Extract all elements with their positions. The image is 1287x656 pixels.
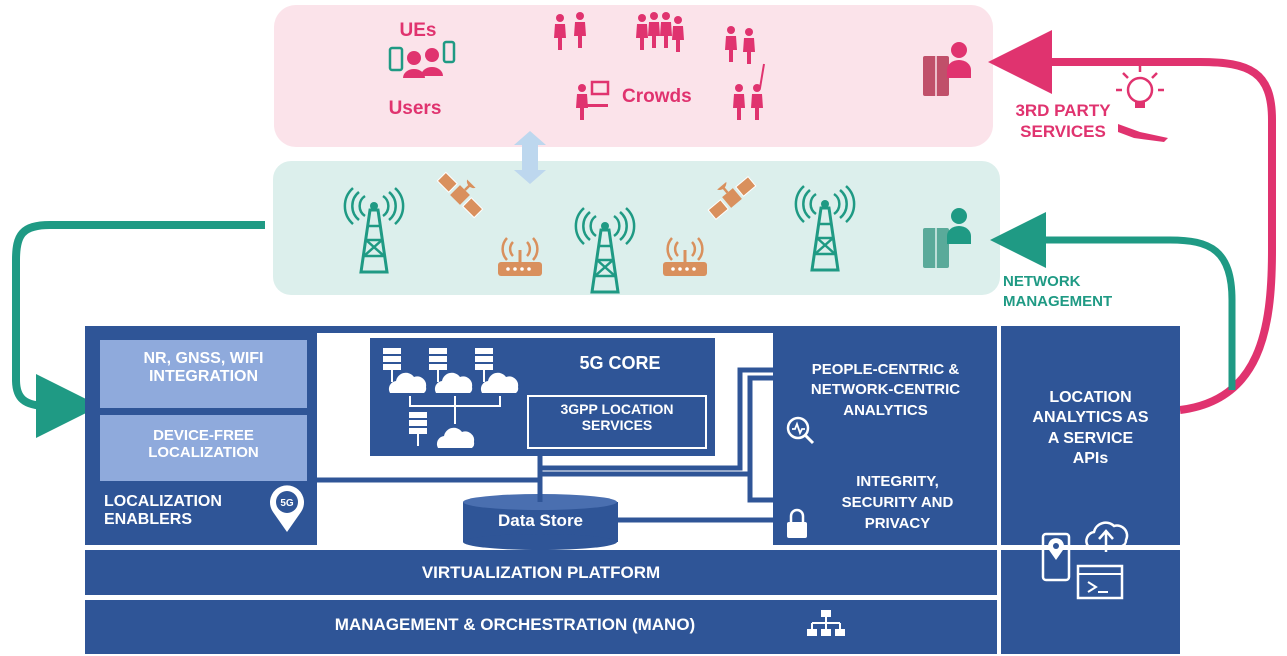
ue-devices-icon [388, 40, 456, 78]
network-management-label: NETWORK MANAGEMENT [1003, 273, 1113, 311]
localization-enablers-label: LOCALIZATION ENABLERS [104, 493, 222, 529]
third-party-services-label: 3RD PARTY SERVICES [1015, 101, 1111, 142]
nr-gnss-wifi-box [100, 340, 307, 408]
ues-label: UEs [399, 20, 437, 41]
people-icon [576, 80, 610, 120]
analytics-box [776, 333, 995, 459]
network-to-enablers-arrow [12, 221, 265, 438]
network-management-arrow [990, 212, 1236, 390]
location-pin-icon: 5G [270, 485, 304, 532]
nr-gnss-wifi-label: NR, GNSS, WIFI INTEGRATION [143, 350, 264, 386]
integrity-label: INTEGRITY, SECURITY AND PRIVACY [841, 473, 954, 532]
terminal-icon [1076, 564, 1124, 600]
analytics-label: PEOPLE-CENTRIC & NETWORK-CENTRIC ANALYTI… [810, 361, 961, 419]
operator-icon [923, 208, 971, 268]
lock-icon [787, 508, 807, 538]
integrity-box [776, 463, 995, 545]
mano-label: MANAGEMENT & ORCHESTRATION (MANO) [334, 615, 696, 634]
hierarchy-icon [807, 610, 845, 636]
bidirectional-arrow-icon [514, 131, 546, 184]
data-store-cylinder [463, 494, 618, 550]
cloud-icon [388, 372, 519, 393]
laas-label: LOCATION ANALYTICS AS A SERVICE APIs [1032, 389, 1149, 468]
phone-pin-icon [1041, 532, 1071, 582]
magnifier-icon [786, 416, 815, 445]
core-5g-label: 5G CORE [579, 353, 661, 373]
users-panel [274, 5, 993, 147]
crowds-label: Crowds [622, 86, 692, 107]
operator-icon [923, 42, 971, 96]
location-services-label: 3GPP LOCATION SERVICES [560, 401, 674, 434]
users-label: Users [388, 98, 442, 119]
virtualization-platform-label: VIRTUALIZATION PLATFORM [421, 563, 661, 582]
device-free-box [100, 415, 307, 481]
location-services-box [527, 395, 707, 449]
device-free-label: DEVICE-FREE LOCALIZATION [148, 427, 259, 462]
lightbulb-hand-icon [1116, 66, 1168, 142]
data-store-label: Data Store [497, 511, 584, 530]
cloud-upload-icon [1085, 521, 1129, 552]
people-icon [725, 26, 765, 89]
pin-badge-text: 5G [280, 498, 294, 509]
